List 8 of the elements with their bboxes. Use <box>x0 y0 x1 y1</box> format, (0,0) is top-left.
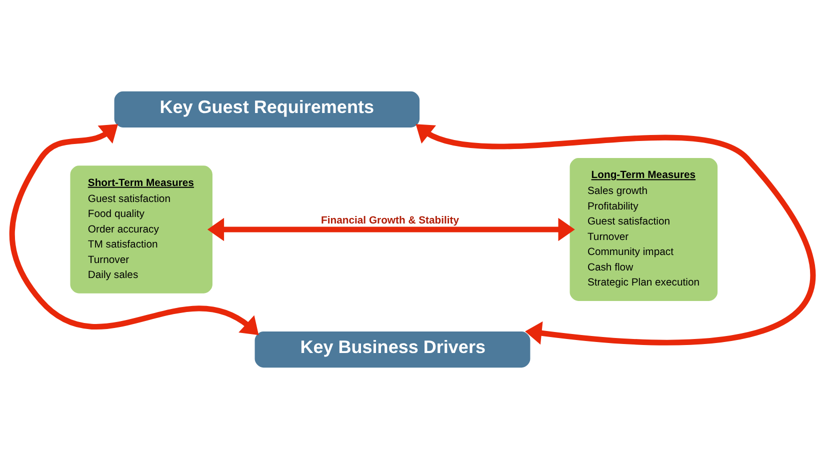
edge-label: Financial Growth & Stability <box>321 214 460 226</box>
node-box: Key Guest Requirements <box>114 90 420 127</box>
node-box: Short-Term Measures Guest satisfaction Food quality Order accuracy TM satisfaction Turnover Daily sales <box>70 165 212 293</box>
arrow <box>9 124 259 335</box>
node-box: Key Business Drivers <box>254 331 530 368</box>
node-box: Long-Term Measures Sales growth Profitability Guest satisfaction Turnover Community impact Cash flow Strategic Plan execution <box>570 158 718 300</box>
arrow <box>207 217 575 241</box>
arrow <box>416 124 815 345</box>
